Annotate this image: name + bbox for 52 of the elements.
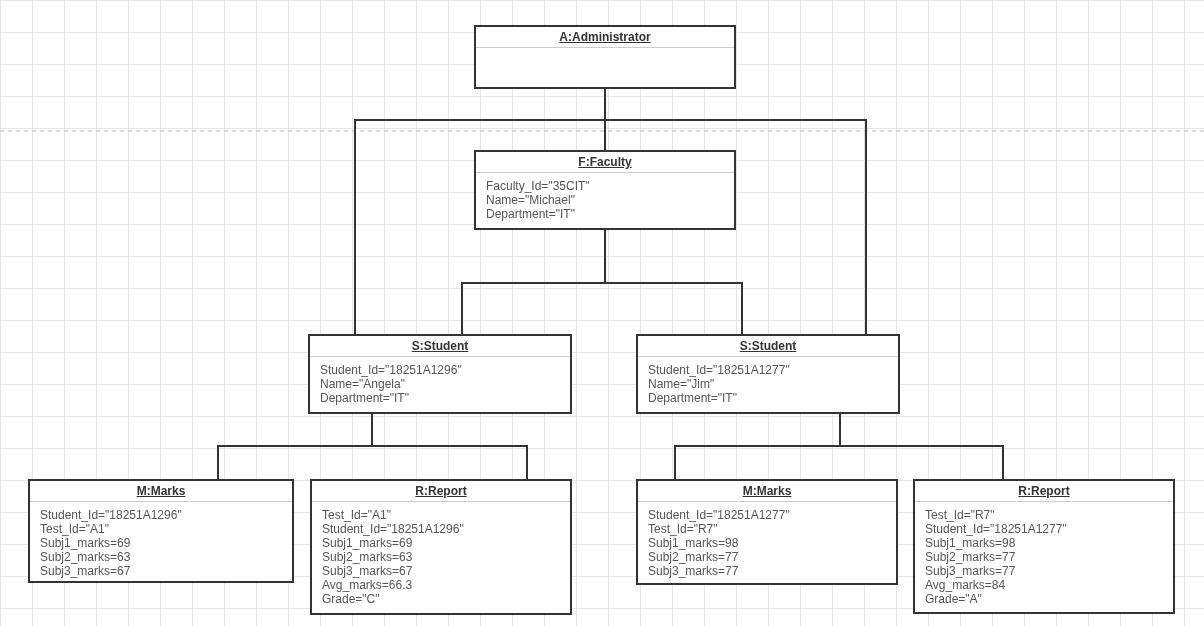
- attribute-text: Faculty_Id="35CIT": [486, 179, 591, 193]
- object-box: [308, 334, 572, 414]
- attribute-text: Subj1_marks=98: [925, 536, 1017, 550]
- attribute-text: Avg_marks=84: [925, 578, 1007, 592]
- attribute-text: Subj3_marks=77: [925, 564, 1017, 578]
- attribute-text: Student_Id="18251A1296": [322, 522, 465, 536]
- attribute-text: Avg_marks=66.3: [322, 578, 414, 592]
- object-name: R:Report: [915, 481, 1173, 502]
- object-box: [310, 479, 572, 615]
- object-box: [636, 334, 900, 414]
- attribute-text: Test_Id="R7": [925, 508, 996, 522]
- object-box: [636, 479, 898, 585]
- object-name: M:Marks: [638, 481, 896, 502]
- attribute-text: Subj2_marks=63: [40, 550, 132, 564]
- object-name: R:Report: [312, 481, 570, 502]
- attribute-text: Subj1_marks=98: [648, 536, 740, 550]
- attribute-text: Student_Id="18251A1277": [648, 508, 791, 522]
- object-name: M:Marks: [30, 481, 292, 502]
- object-name: S:Student: [638, 336, 898, 357]
- attribute-text: Subj1_marks=69: [40, 536, 132, 550]
- attribute-text: Name="Michael": [486, 193, 576, 207]
- object-box: [28, 479, 294, 583]
- attribute-text: Subj2_marks=77: [648, 550, 740, 564]
- attribute-text: Student_Id="18251A1277": [925, 522, 1068, 536]
- connector-line: [839, 413, 1004, 480]
- attribute-text: Subj3_marks=67: [40, 564, 132, 578]
- attribute-text: Department="IT": [648, 391, 738, 405]
- attribute-text: Subj1_marks=69: [322, 536, 414, 550]
- connector-line: [604, 229, 743, 335]
- connector-line: [371, 413, 528, 480]
- attribute-text: Grade="A": [925, 592, 983, 606]
- attribute-text: Department="IT": [320, 391, 410, 405]
- attribute-text: Name="Angela": [320, 377, 406, 391]
- attribute-text: Test_Id="A1": [40, 522, 110, 536]
- attribute-text: Student_Id="18251A1296": [320, 363, 463, 377]
- attribute-text: Subj3_marks=77: [648, 564, 740, 578]
- attribute-text: Test_Id="A1": [322, 508, 392, 522]
- attribute-text: Subj3_marks=67: [322, 564, 414, 578]
- attribute-text: Grade="C": [322, 592, 381, 606]
- object-box: [474, 150, 736, 230]
- attribute-text: Name="Jim": [648, 377, 716, 391]
- object-name: F:Faculty: [476, 152, 734, 173]
- attribute-text: Student_Id="18251A1296": [40, 508, 183, 522]
- object-name: S:Student: [310, 336, 570, 357]
- attribute-text: Student_Id="18251A1277": [648, 363, 791, 377]
- object-box: [474, 25, 736, 89]
- attribute-text: Department="IT": [486, 207, 576, 221]
- attribute-text: Test_Id="R7": [648, 522, 719, 536]
- attribute-text: Subj2_marks=63: [322, 550, 414, 564]
- attribute-text: Subj2_marks=77: [925, 550, 1017, 564]
- object-box: [913, 479, 1175, 614]
- object-name: A:Administrator: [476, 27, 734, 48]
